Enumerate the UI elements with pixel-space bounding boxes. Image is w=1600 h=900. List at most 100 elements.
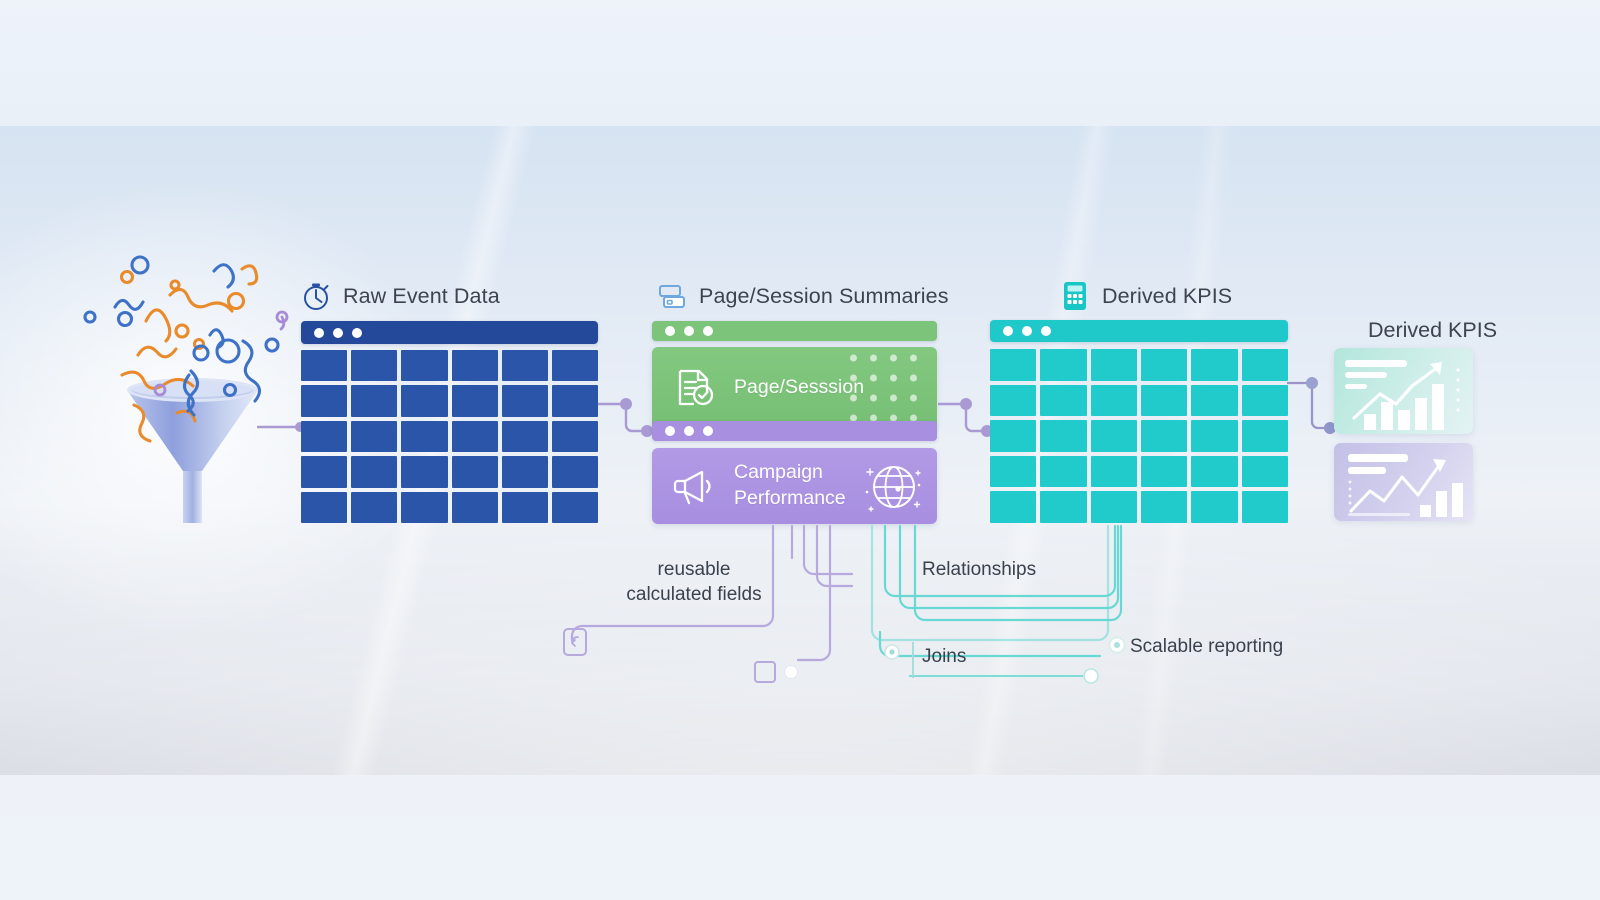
document-check-icon — [672, 366, 716, 410]
data-funnel — [70, 255, 300, 535]
table-cell — [1090, 384, 1137, 417]
window-dot — [665, 326, 675, 336]
flow-connector-lines — [570, 524, 1123, 662]
stage-label-text: Derived KPIS — [1102, 283, 1233, 308]
table-cell — [551, 491, 598, 523]
page-session-card[interactable]: Page/Sesssion — [652, 347, 937, 429]
table-cell — [990, 455, 1037, 488]
dot-grid-decoration — [850, 354, 917, 422]
campaign-performance-card[interactable]: Campaign Performance — [652, 448, 937, 524]
window-dot — [1041, 326, 1051, 336]
window-dot — [314, 327, 324, 338]
table-cell — [1241, 384, 1288, 417]
table-cell — [451, 456, 498, 488]
table-cell — [1140, 384, 1188, 417]
window-dot — [684, 326, 694, 336]
table-cell — [301, 491, 348, 523]
table-cell — [1040, 491, 1087, 523]
window-dot — [1022, 326, 1032, 336]
table-cell — [301, 385, 348, 417]
window-dot — [684, 426, 694, 436]
raw-event-data-window-bar — [301, 321, 598, 344]
table-cell — [551, 420, 598, 453]
table-cell — [1191, 455, 1238, 488]
flow-label-joins: Joins — [922, 646, 967, 667]
table-cell — [451, 350, 498, 382]
megaphone-icon — [672, 466, 716, 506]
table-cell — [1140, 349, 1188, 381]
flow-endpoint-joins-right — [1083, 668, 1099, 684]
table-cell — [301, 350, 348, 382]
table-cell — [990, 420, 1037, 452]
connector-raw-to-summaries — [598, 398, 653, 437]
table-cell — [401, 491, 448, 523]
connector-joins-tick — [912, 642, 914, 678]
stage-label-page-session-summaries: Page/Session Summaries — [657, 281, 949, 311]
raw-event-data-table — [301, 350, 598, 523]
kpi-chart-purple[interactable] — [1334, 443, 1473, 521]
campaign-window-bar — [652, 421, 937, 441]
stage-label-text: Derived KPIS — [1368, 318, 1498, 342]
table-cell — [401, 420, 448, 453]
calculator-icon — [1060, 280, 1090, 312]
background-band-top — [0, 0, 1600, 126]
flow-label-scalable-reporting: Scalable reporting — [1130, 636, 1284, 657]
table-cell — [551, 456, 598, 488]
flow-label-relationships: Relationships — [922, 559, 1037, 580]
stage-label-raw-event-data: Raw Event Data — [301, 281, 500, 311]
table-cell — [1140, 455, 1188, 488]
table-cell — [501, 456, 548, 488]
window-dot — [703, 426, 713, 436]
kpi-chart-teal[interactable] — [1334, 348, 1473, 434]
flow-endpoint-scalable-reporting — [1108, 636, 1126, 654]
table-cell — [1241, 349, 1288, 381]
table-cell — [1241, 491, 1288, 523]
globe-icon — [861, 455, 923, 517]
window-dot — [703, 326, 713, 336]
table-cell — [1241, 455, 1288, 488]
window-dot — [665, 426, 675, 436]
table-cell — [1140, 420, 1188, 452]
flow-endpoint-joins — [884, 644, 900, 660]
table-cell — [351, 456, 398, 488]
stage-label-text: Raw Event Data — [343, 283, 500, 308]
table-cell — [1040, 455, 1087, 488]
table-cell — [1090, 455, 1137, 488]
page-session-card-title: Page/Sesssion — [734, 376, 865, 399]
table-cell — [451, 385, 498, 417]
connector-kpis-to-charts — [1287, 377, 1336, 434]
table-cell — [301, 420, 348, 453]
connector-summaries-to-kpis — [938, 398, 993, 437]
table-cell — [1040, 349, 1087, 381]
table-cell — [501, 491, 548, 523]
table-cell — [501, 385, 548, 417]
stage-label-derived-kpis-charts: Derived KPIS — [1368, 318, 1497, 343]
table-cell — [1040, 420, 1087, 452]
window-dot — [352, 327, 362, 338]
flow-endpoint-purple-square — [754, 661, 798, 683]
derived-kpis-window-bar — [990, 320, 1288, 342]
background-band-bottom — [0, 775, 1600, 900]
server-stack-icon — [657, 281, 687, 311]
table-cell — [1241, 420, 1288, 452]
table-cell — [1191, 349, 1238, 381]
connector-joins-line — [909, 675, 1083, 677]
table-cell — [1140, 491, 1188, 523]
table-cell — [990, 491, 1037, 523]
table-cell — [1090, 491, 1137, 523]
table-cell — [401, 350, 448, 382]
campaign-card-title: Campaign Performance — [734, 461, 846, 509]
table-cell — [351, 350, 398, 382]
stopwatch-icon — [301, 281, 331, 311]
flow-endpoint-reusable — [563, 628, 587, 656]
table-cell — [351, 385, 398, 417]
table-cell — [301, 456, 348, 488]
table-cell — [1191, 491, 1238, 523]
window-dot — [333, 327, 343, 338]
stage-label-derived-kpis: Derived KPIS — [1060, 280, 1232, 312]
table-cell — [1191, 384, 1238, 417]
table-cell — [401, 456, 448, 488]
table-cell — [501, 420, 548, 453]
stage-label-text: Page/Session Summaries — [699, 283, 949, 308]
derived-kpis-table — [990, 349, 1288, 523]
